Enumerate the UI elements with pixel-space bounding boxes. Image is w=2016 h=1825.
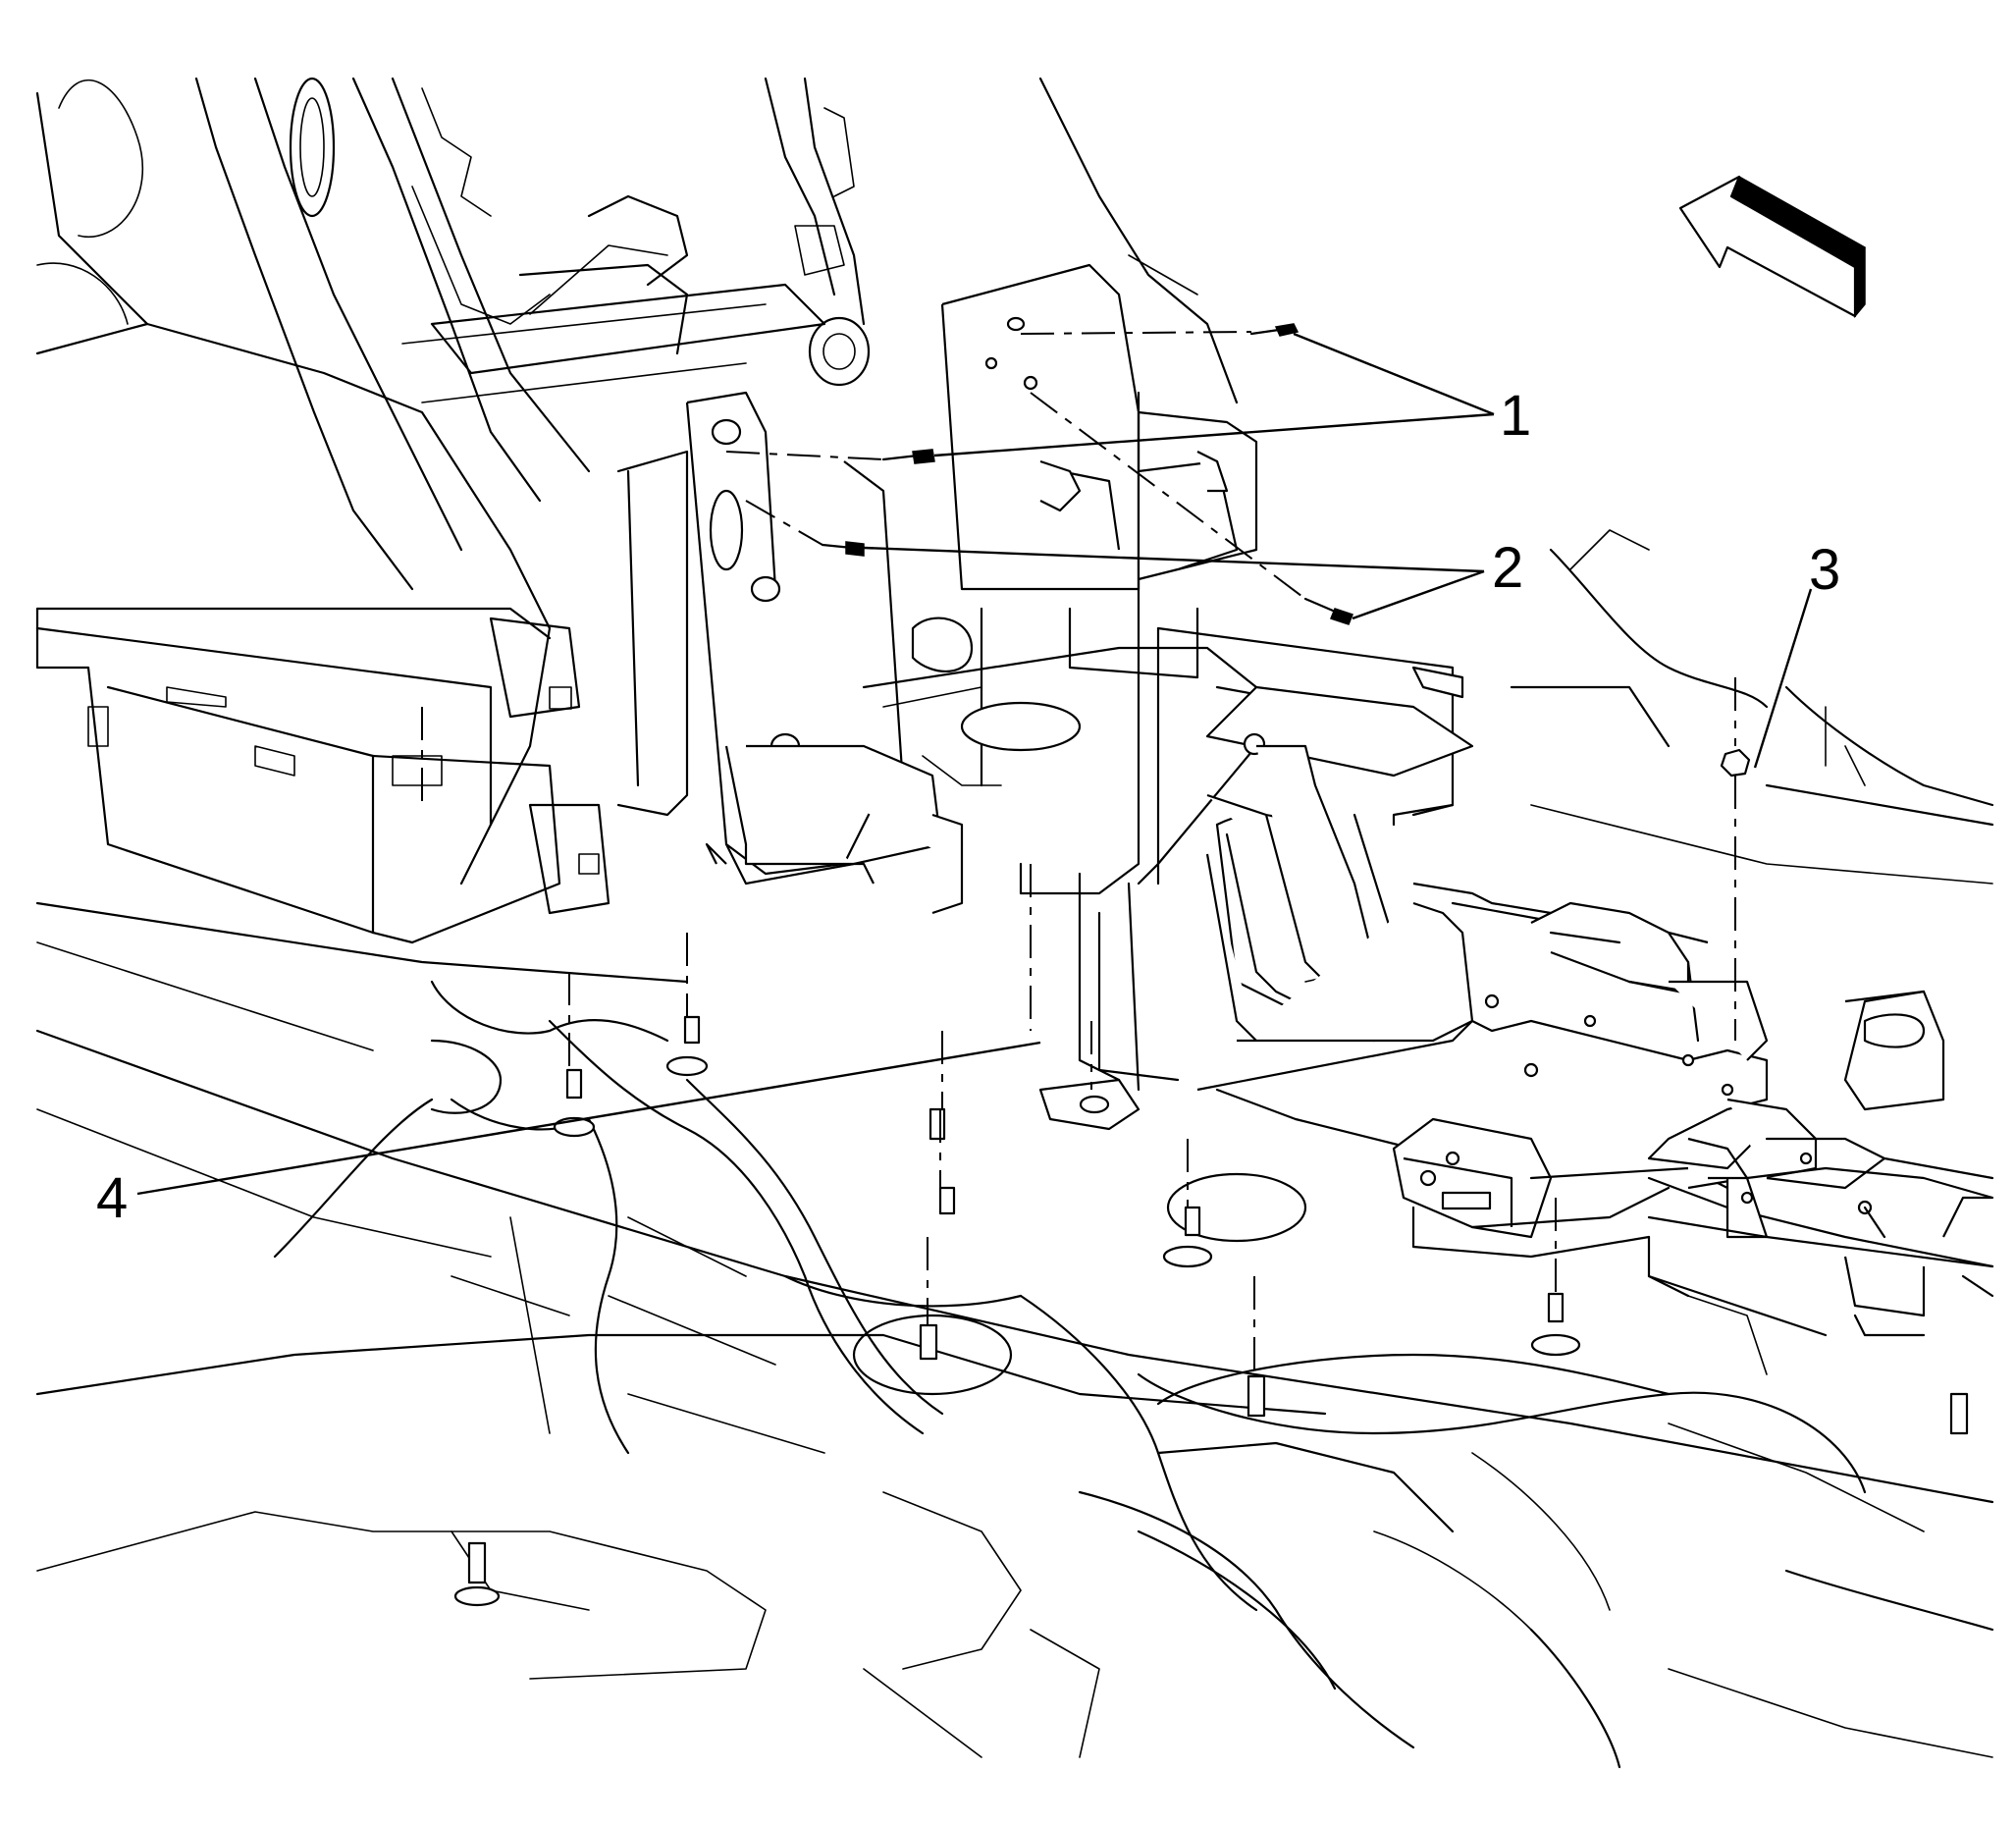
installation-centerlines	[421, 331, 1736, 1374]
fasteners	[821, 323, 1751, 778]
callout-leaders	[136, 332, 1813, 1196]
leader-2-a	[863, 546, 1485, 573]
bolt-2-left	[821, 541, 865, 557]
callout-labels: 1 2 3 4	[96, 384, 1840, 1230]
stud-j	[453, 1541, 501, 1607]
forward-direction-arrow-icon	[1678, 175, 1866, 319]
bolt-1-upper	[1249, 323, 1300, 337]
stud-c	[928, 1107, 946, 1141]
stud-e	[1162, 1206, 1213, 1268]
leader-3	[1753, 588, 1813, 769]
stud-i	[1949, 1392, 1969, 1435]
module-tray	[1196, 744, 1994, 1375]
stud-f	[919, 1323, 938, 1361]
leader-4	[136, 1041, 1041, 1196]
callout-4: 4	[96, 1166, 128, 1230]
leader-1-a	[1293, 332, 1495, 416]
leader-2-b	[1352, 569, 1485, 620]
stud-b	[665, 1015, 709, 1077]
mounting-bracket-assembly	[862, 263, 1474, 1082]
nut-3	[1720, 748, 1751, 778]
leader-1-b	[933, 412, 1495, 457]
stud-h	[1530, 1292, 1581, 1357]
floor-pan	[35, 529, 1994, 1769]
callout-1: 1	[1500, 384, 1531, 448]
stud-d	[938, 1186, 956, 1215]
floor-studs	[453, 1015, 1969, 1607]
callout-2: 2	[1492, 536, 1523, 600]
callout-3: 3	[1809, 538, 1840, 602]
bolt-2-right	[1303, 597, 1353, 625]
bolt-1-lower	[881, 449, 935, 464]
stud-g	[1247, 1374, 1266, 1418]
support-bracket-4	[616, 391, 1141, 1131]
stud-a	[553, 1068, 596, 1138]
vehicle-body-structure	[35, 77, 1239, 944]
